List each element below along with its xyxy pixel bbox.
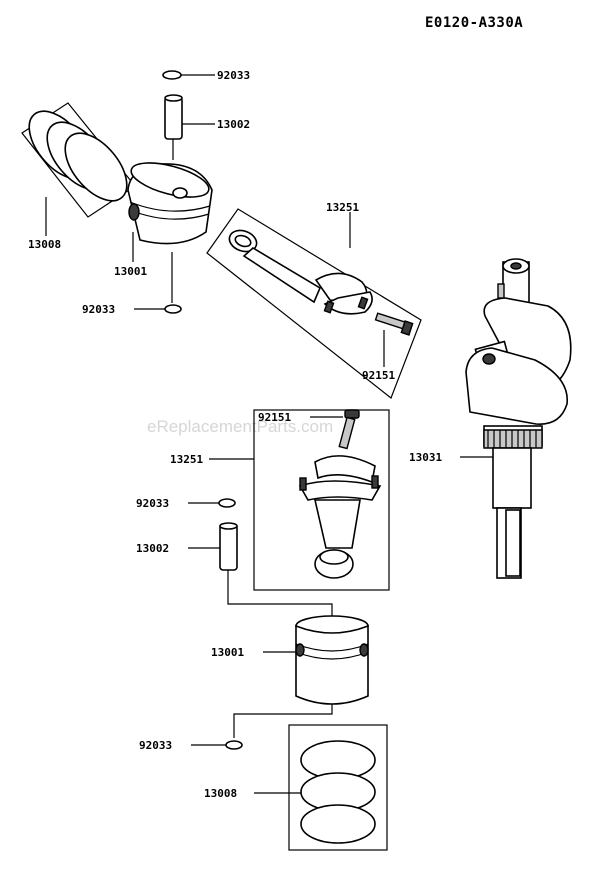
part-label-92033-top[interactable]: 92033 [217,69,250,82]
part-label-92033-lower[interactable]: 92033 [82,303,115,316]
connecting-rod-middle[interactable] [298,455,382,579]
ring-set-box-bottom [288,724,388,851]
part-label-13001-top[interactable]: 13001 [114,265,147,278]
piston-pin-clip-top-lower[interactable] [164,304,182,314]
piston-pin-clip-middle[interactable] [218,498,236,508]
part-label-92033-middle[interactable]: 92033 [136,497,169,510]
leader-line [233,704,333,738]
part-label-92151-top[interactable]: 92151 [362,369,395,382]
piston-pin-middle[interactable] [219,522,238,571]
piston-ring-set-top[interactable] [17,100,138,218]
leader-line [227,570,333,616]
piston-bottom[interactable] [295,615,369,705]
part-label-13251-middle[interactable]: 13251 [170,453,203,466]
piston-top[interactable] [127,156,213,245]
part-label-13001-bottom[interactable]: 13001 [211,646,244,659]
conrod-box-middle [253,409,390,591]
part-label-13002-top[interactable]: 13002 [217,118,250,131]
conrod-box-top [206,208,422,399]
piston-ring-set-bottom[interactable] [300,740,376,844]
crankshaft[interactable] [465,258,572,579]
piston-pin-clip-bottom[interactable] [225,740,243,750]
part-label-92033-bottom[interactable]: 92033 [139,739,172,752]
connecting-rod-top[interactable] [226,227,373,315]
watermark: eReplacementParts.com [147,417,333,436]
piston-pin-clip-top[interactable] [162,70,182,80]
conrod-bolt-middle[interactable] [338,409,360,450]
conrod-bolt-top[interactable] [374,312,414,336]
diagram-code: E0120-A330A [425,15,523,31]
part-label-13008-bottom[interactable]: 13008 [204,787,237,800]
part-label-13002-middle[interactable]: 13002 [136,542,169,555]
part-label-13008-top[interactable]: 13008 [28,238,61,251]
part-label-92151-middle[interactable]: 92151 [258,411,291,424]
part-label-13251-top[interactable]: 13251 [326,201,359,214]
piston-pin-top[interactable] [164,94,183,140]
part-label-13031[interactable]: 13031 [409,451,442,464]
